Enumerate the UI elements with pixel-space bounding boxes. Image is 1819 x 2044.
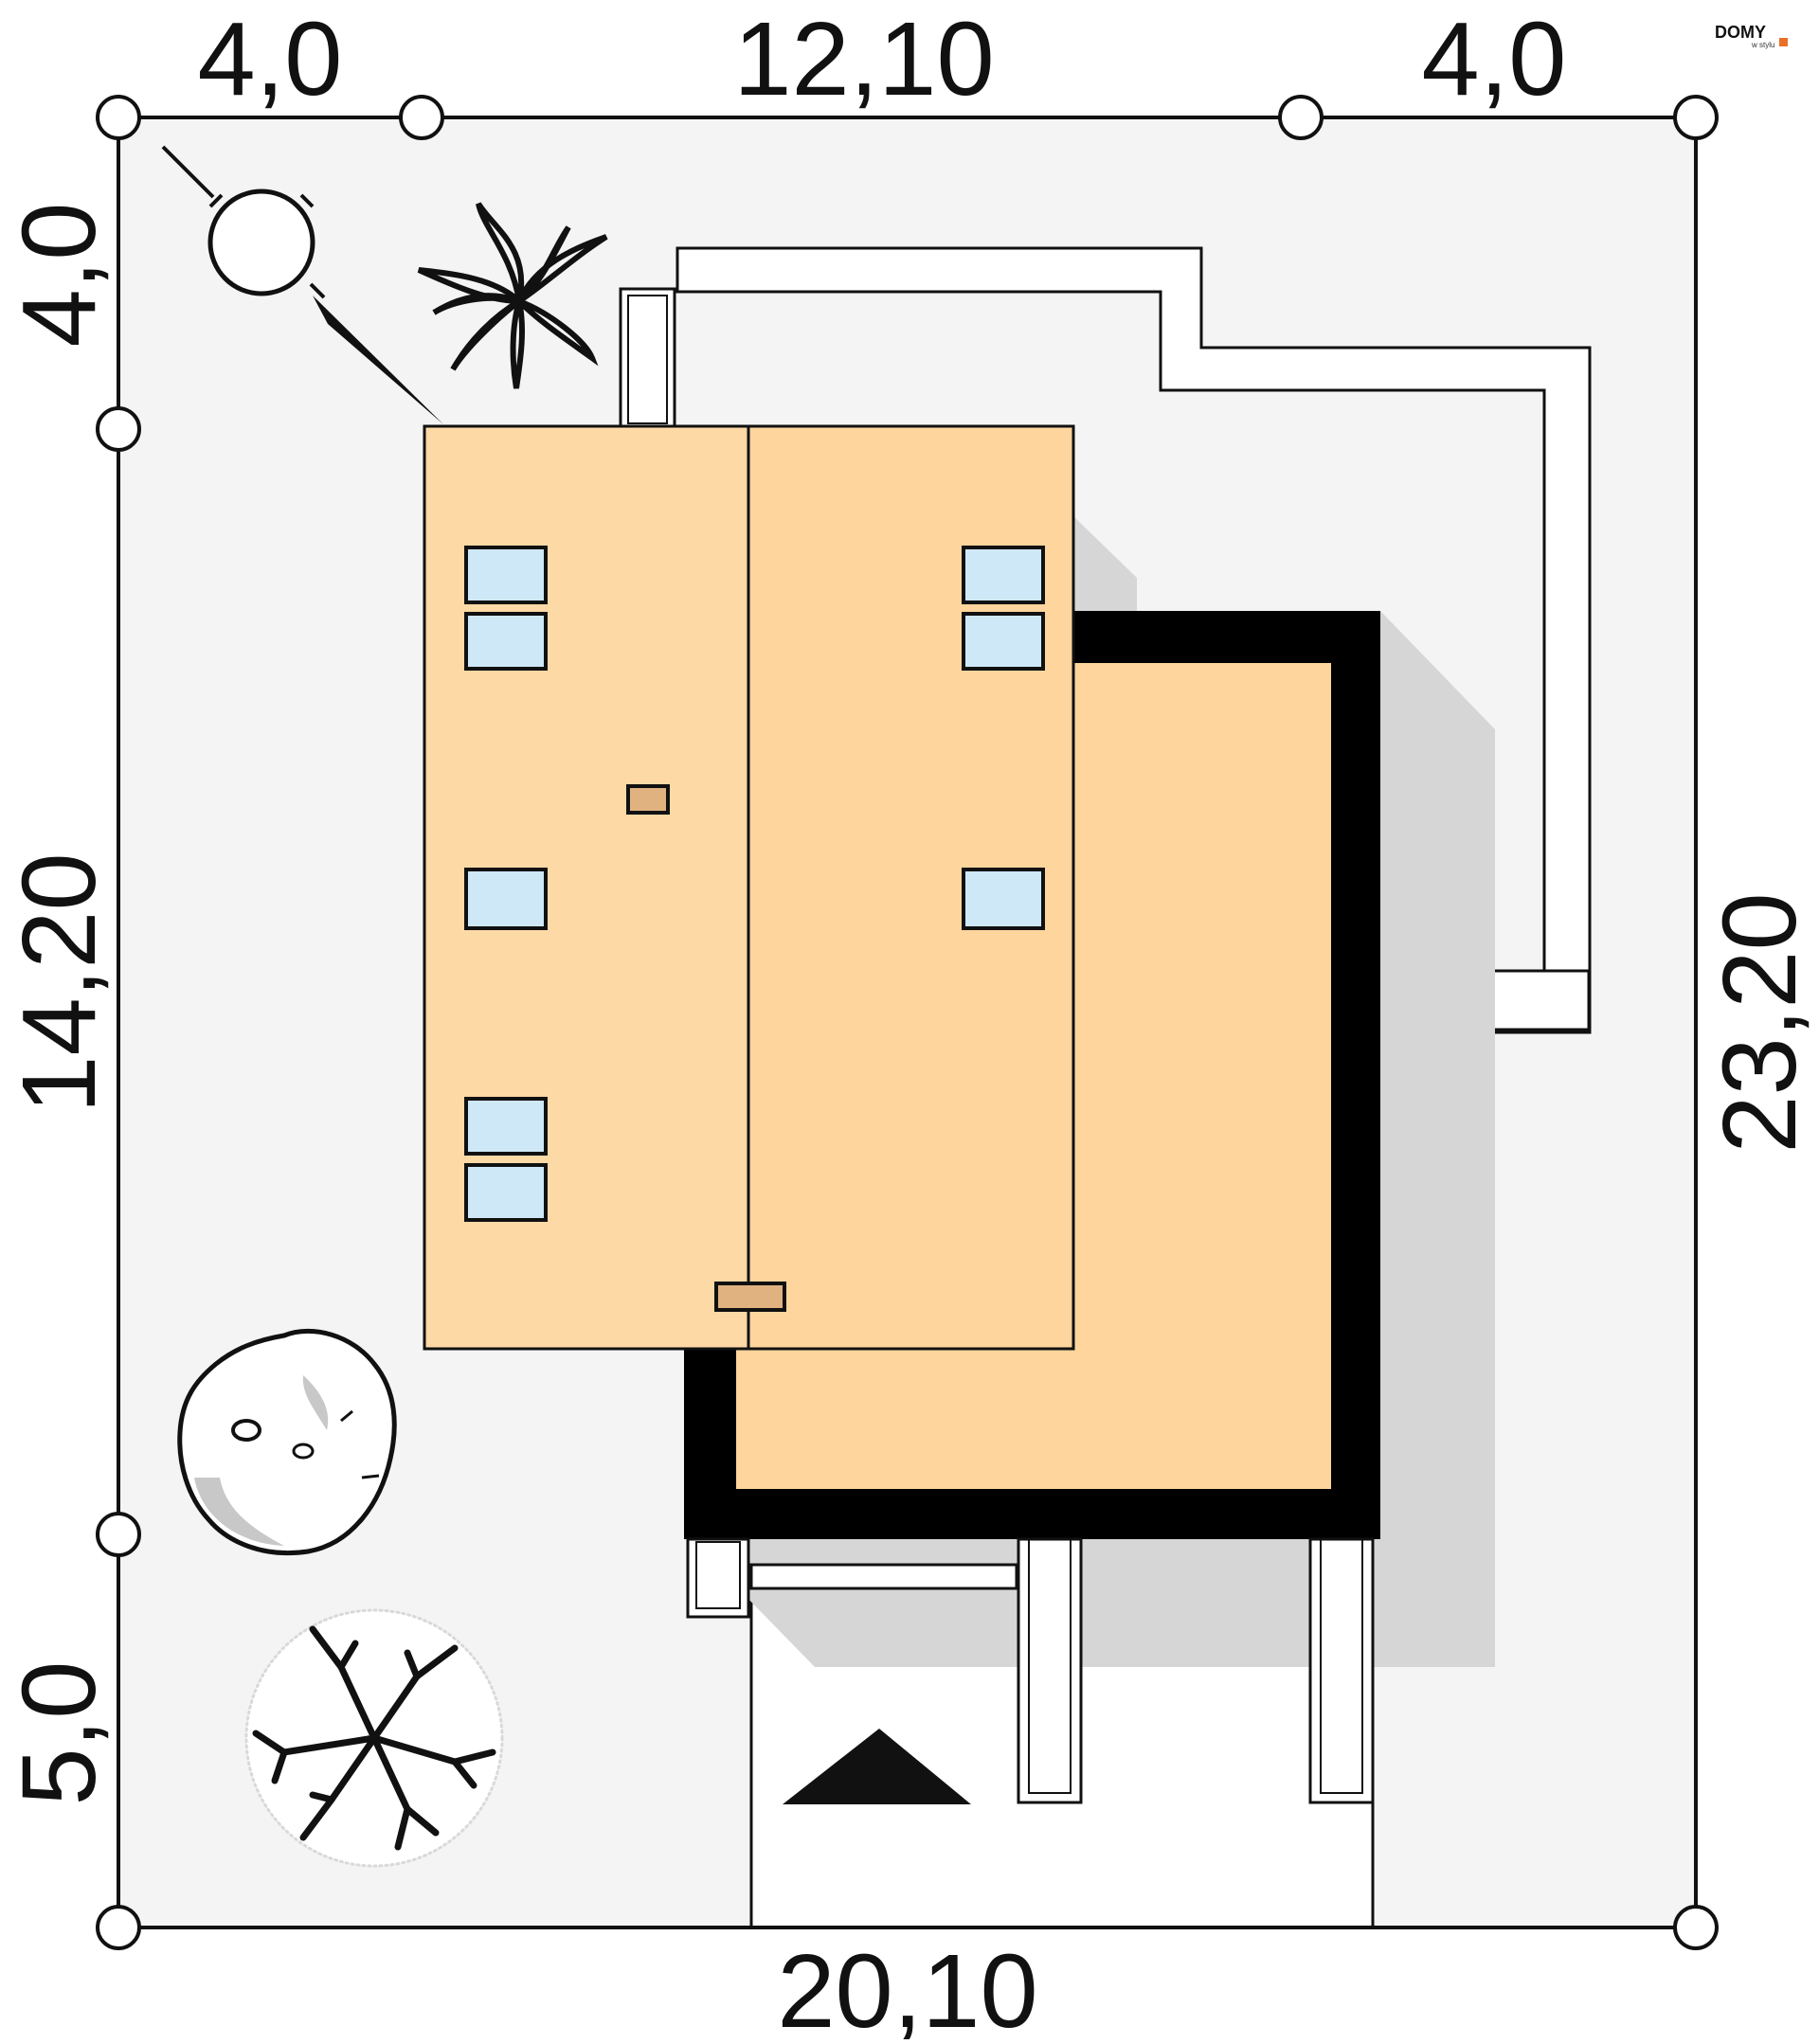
brand-logo: DOMY w stylu	[1715, 23, 1788, 49]
plant-icon	[417, 202, 608, 389]
dim-top-right: 4,0	[1422, 1, 1567, 117]
tree-icon	[244, 1608, 504, 1868]
dim-top-middle: 12,10	[733, 1, 994, 117]
roof-window	[464, 1097, 548, 1156]
dimension-nodes	[96, 95, 1719, 1950]
front-post-left	[686, 1537, 750, 1619]
front-post-middle	[1017, 1537, 1083, 1804]
terrace-post-inner	[627, 295, 668, 424]
roof-window	[464, 546, 548, 604]
front-post-right	[1308, 1537, 1375, 1804]
logo-accent	[1779, 38, 1788, 46]
dim-bottom: 20,10	[777, 1933, 1037, 2039]
north-arrow-icon	[161, 145, 443, 424]
dim-top-left: 4,0	[198, 1, 343, 117]
entrance-triangle-icon	[783, 1729, 971, 1804]
front-post-right-inner	[1320, 1538, 1363, 1794]
house-shadow	[1073, 516, 1137, 616]
dim-left-lower: 5,0	[1, 1661, 117, 1806]
roof-window	[464, 868, 548, 930]
roof-window	[962, 868, 1045, 930]
garage-shadow	[741, 611, 1495, 1667]
roof-window	[464, 1163, 548, 1222]
front-post-left-inner	[695, 1541, 741, 1609]
chimney	[714, 1282, 786, 1312]
dim-left-middle: 14,20	[1, 852, 117, 1113]
logo-subtext: w stylu	[1751, 41, 1774, 49]
logo-text: DOMY	[1715, 23, 1766, 42]
roof-window	[962, 612, 1045, 671]
front-beam	[749, 1563, 1018, 1590]
roof-window	[464, 612, 548, 671]
chimney	[626, 784, 670, 815]
front-post-middle-inner	[1028, 1538, 1072, 1794]
bush-icon	[177, 1328, 397, 1556]
dim-right: 23,20	[1702, 892, 1818, 1153]
dim-left-upper: 4,0	[1, 203, 117, 348]
roof-window	[962, 546, 1045, 604]
